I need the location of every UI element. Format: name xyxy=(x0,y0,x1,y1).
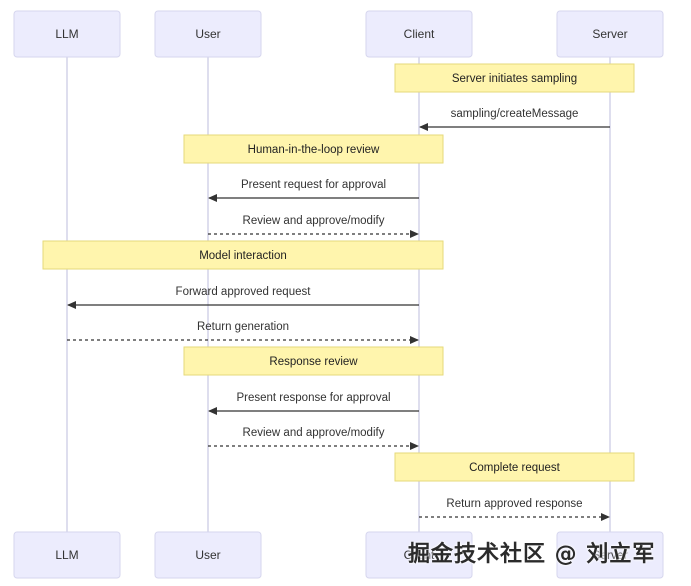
actor-box xyxy=(13,531,121,579)
actor-server-bottom: Server xyxy=(556,531,664,579)
message: Present response for approval xyxy=(208,392,419,415)
message: Review and approve/modify xyxy=(208,215,419,238)
note-text: Model interaction xyxy=(199,250,287,262)
note-box xyxy=(394,63,635,93)
actor-box xyxy=(13,10,121,58)
actor-label: Server xyxy=(592,27,627,41)
note: Model interaction xyxy=(42,240,444,270)
message-label: sampling/createMessage xyxy=(451,108,579,120)
message-label: Review and approve/modify xyxy=(243,427,385,439)
note-text: Complete request xyxy=(469,462,561,474)
actor-user-top: User xyxy=(154,10,262,58)
message: Return approved response xyxy=(419,498,610,521)
actor-label: LLM xyxy=(55,27,78,41)
message-label: Return generation xyxy=(197,321,289,333)
note-text: Response review xyxy=(269,356,358,368)
actor-box xyxy=(365,10,473,58)
message-label: Present request for approval xyxy=(241,179,386,191)
actor-client-bottom: Client xyxy=(365,531,473,579)
actor-llm-top: LLM xyxy=(13,10,121,58)
actor-label: User xyxy=(195,27,220,41)
actor-box xyxy=(556,531,664,579)
message-label: Present response for approval xyxy=(236,392,390,404)
note-text: Server initiates sampling xyxy=(452,73,577,85)
note-text: Human-in-the-loop review xyxy=(248,144,380,156)
actor-server-top: Server xyxy=(556,10,664,58)
note-box xyxy=(183,134,444,164)
message-label: Forward approved request xyxy=(176,286,312,298)
actor-box xyxy=(154,10,262,58)
actor-label: Server xyxy=(592,548,627,562)
actor-label: Client xyxy=(404,548,435,562)
actor-box xyxy=(556,10,664,58)
watermark-text: 掘金技术社区 @ 刘立军 xyxy=(408,542,656,567)
message-label: Return approved response xyxy=(446,498,582,510)
actor-box xyxy=(154,531,262,579)
actor-user-bottom: User xyxy=(154,531,262,579)
message: Review and approve/modify xyxy=(208,427,419,450)
actor-label: Client xyxy=(404,27,435,41)
message: Return generation xyxy=(67,321,419,344)
actor-label: User xyxy=(195,548,220,562)
actor-label: LLM xyxy=(55,548,78,562)
message-label: Review and approve/modify xyxy=(243,215,385,227)
note-box xyxy=(183,346,444,376)
message: Forward approved request xyxy=(67,286,419,309)
actor-llm-bottom: LLM xyxy=(13,531,121,579)
note: Response review xyxy=(183,346,444,376)
message: sampling/createMessage xyxy=(419,108,610,131)
note: Server initiates sampling xyxy=(394,63,635,93)
message: Present request for approval xyxy=(208,179,419,202)
note: Complete request xyxy=(394,452,635,482)
actor-client-top: Client xyxy=(365,10,473,58)
note-box xyxy=(394,452,635,482)
note: Human-in-the-loop review xyxy=(183,134,444,164)
note-box xyxy=(42,240,444,270)
actor-box xyxy=(365,531,473,579)
